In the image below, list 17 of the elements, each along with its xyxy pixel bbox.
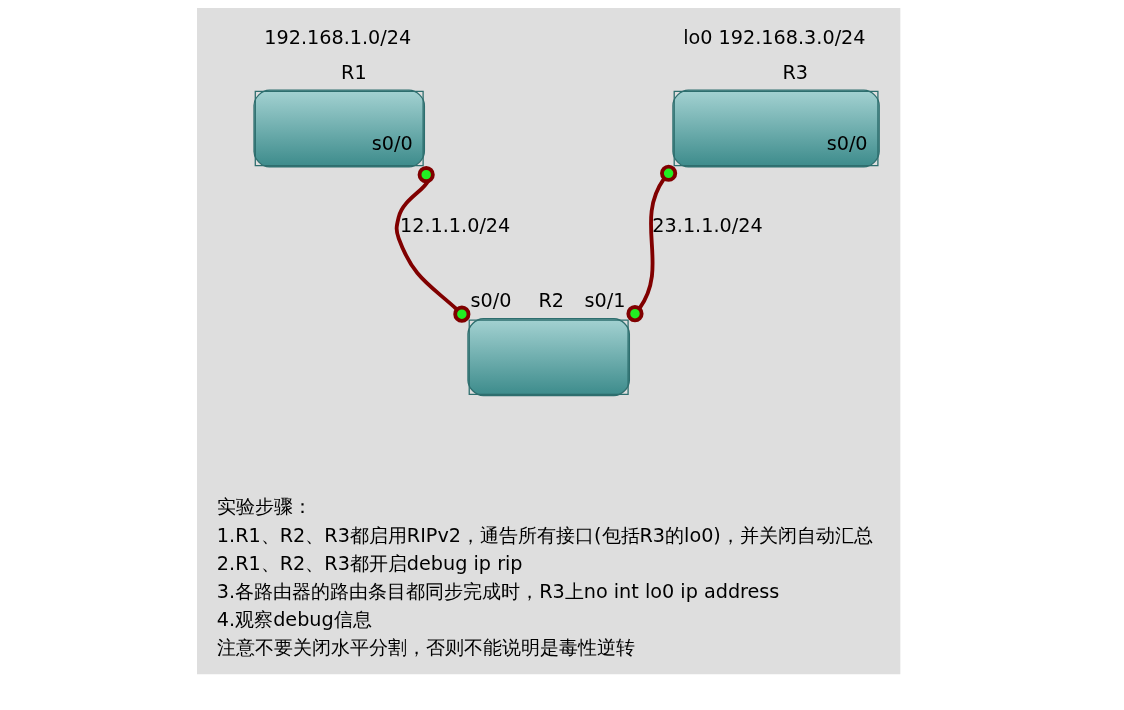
label: 2.R1、R2、R3都开启debug ip rip bbox=[216, 551, 523, 575]
node-label: 192.168.1.0/24 bbox=[263, 25, 411, 49]
label: 4.观察debug信息 bbox=[216, 608, 372, 632]
node-label: lo0 192.168.3.0/24 bbox=[682, 25, 866, 49]
edge-label: 12.1.1.0/24 bbox=[399, 214, 510, 238]
connector bbox=[394, 166, 470, 323]
label: 1.R1、R2、R3都启用RIPv2，通告所有接口(包括R3的lo0)，并关闭自动汇总 bbox=[216, 523, 873, 547]
label: 实验步骤： bbox=[216, 495, 312, 519]
edge-label: 23.1.1.0/24 bbox=[651, 214, 763, 238]
node-label: R2 bbox=[537, 289, 564, 313]
label: 注意不要关闭水平分割，否则不能说明是毒性逆转 bbox=[216, 636, 635, 660]
node-label: s0/1 bbox=[584, 289, 625, 313]
connector bbox=[625, 164, 677, 323]
node-label: R1 bbox=[340, 60, 367, 84]
label: 3.各路由器的路由条目都同步完成时，R3上no int lo0 ip address bbox=[216, 580, 779, 604]
node-label: R3 bbox=[781, 60, 808, 84]
node-label: s0/0 bbox=[470, 289, 511, 313]
